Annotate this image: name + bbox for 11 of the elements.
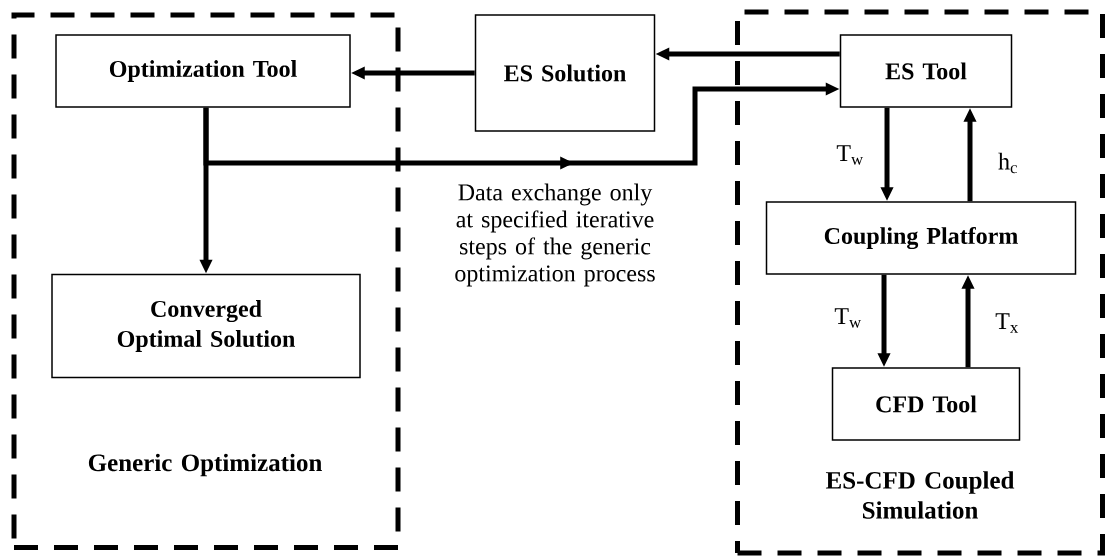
process-box: Coupling Platform (765, 201, 1077, 275)
edge-label: T$_{x}$ (995, 313, 1019, 333)
process-box: ES Tool (839, 34, 1013, 108)
edge-label: T$_{w}$ (836, 145, 864, 165)
process-box: Converged Optimal Solution (51, 273, 361, 379)
process-box: Optimization Tool (55, 34, 351, 108)
process-box: CFD Tool (831, 367, 1021, 441)
edge-label: T$_{w}$ (834, 308, 862, 328)
edge-label: Data exchange only at specified iterative steps of the generic optimization process (455, 183, 655, 287)
process-box: ES Solution (474, 14, 656, 132)
edge-label: h$_{c}$ (998, 152, 1017, 174)
